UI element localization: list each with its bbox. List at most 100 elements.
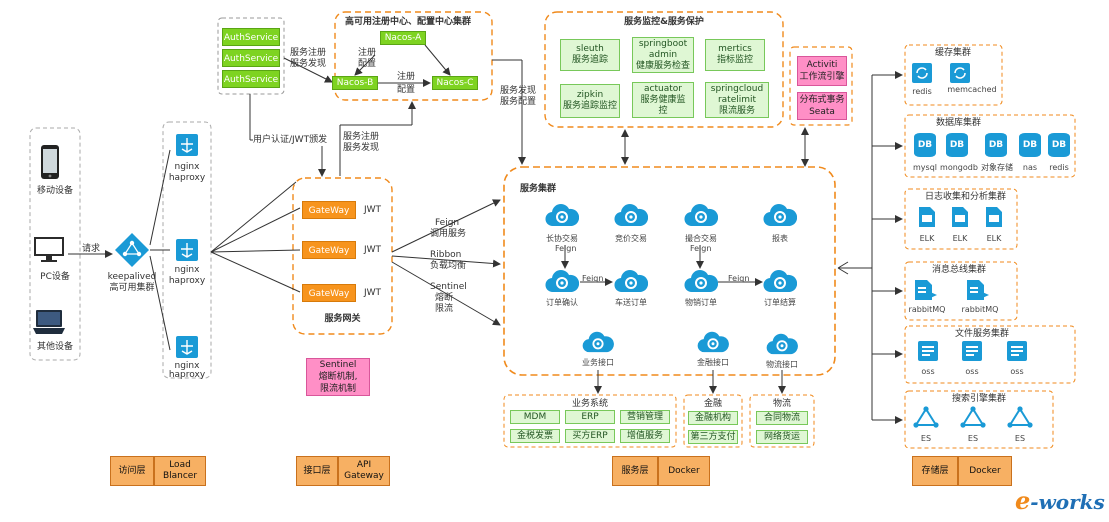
legend-docker-2: Docker [958, 456, 1012, 486]
gw-reg-label-2: 服务发现 [343, 143, 380, 153]
cache-memcached-label: memcached [947, 85, 997, 94]
monitor-mertics-name: mertics [718, 44, 752, 54]
gateway-zone [292, 177, 393, 335]
biz-sys-buyer-erp: 买方ERP [565, 429, 615, 443]
cluster-feign-h2: Feign [728, 274, 750, 283]
monitor-springboot-admin: springboot admin 健康服务检查 [632, 37, 694, 73]
monitor-zipkin-name: zipkin [576, 90, 604, 100]
sentinel-line-3: 限流机制 [319, 384, 356, 394]
monitor-zipkin-desc: 服务追踪监控 [562, 101, 617, 111]
seata-box: 分布式事务 Seata [797, 92, 847, 120]
gear-cloud-icon [697, 331, 729, 353]
gear-cloud-icon [582, 331, 614, 353]
sync-icon [912, 63, 932, 83]
nginx-hub-icon [176, 134, 198, 156]
auth-reg-label-2: 服务发现 [290, 59, 327, 69]
db-nas-label: nas [1022, 163, 1038, 172]
fin-title: 金融 [703, 399, 722, 409]
ribbon-label-2: 负载均衡 [430, 261, 467, 271]
activiti-box: Activiti 工作流引擎 [797, 56, 847, 86]
log-interface-label: 物流接口 [766, 360, 798, 369]
search-es-1: ES [920, 434, 932, 443]
sentinel-link-label-2: 熔断 [435, 293, 454, 303]
document-icon [1007, 341, 1027, 361]
mq-rabbit-2: rabbitMQ [961, 305, 999, 314]
gateway-node-3: GateWay [302, 284, 356, 302]
monitor-title: 服务监控&服务保护 [624, 17, 704, 27]
monitor-sleuth-desc: 服务追踪 [571, 55, 608, 65]
activiti-desc: 工作流引擎 [799, 72, 845, 82]
legend-api-gateway: API Gateway [338, 456, 390, 486]
monitor-actuator-desc-1: 服务健康监 [640, 94, 686, 105]
mq-zone [904, 261, 1018, 321]
triangle-network-icon [913, 406, 939, 428]
request-label: 请求 [82, 244, 101, 254]
log-file-icon [986, 207, 1002, 227]
legend-lb-line-2: Blancer [162, 471, 198, 481]
registry-title: 高可用注册中心、配置中心集群 [345, 17, 472, 27]
monitor-actuator-desc-2: 控 [658, 105, 668, 116]
monitor-springboot-desc: 健康服务检查 [635, 60, 690, 71]
cache-zone [904, 44, 1003, 106]
fin-interface-label: 金融接口 [697, 358, 729, 367]
log-title: 物流 [772, 399, 791, 409]
monitor-springboot-name: springboot [638, 38, 688, 49]
nginx-2-label-1: nginx [174, 265, 200, 275]
gear-cloud-icon [614, 270, 648, 293]
svc-discover-label-2: 服务配置 [500, 97, 537, 107]
monitor-zipkin: zipkin 服务追踪监控 [560, 84, 620, 118]
auth-reg-label-1: 服务注册 [290, 48, 327, 58]
nginx-3-label-2: haproxy [168, 370, 206, 380]
gateway-jwt-3: JWT [364, 288, 382, 298]
keepalived-label-1: keepalived [107, 272, 157, 282]
seata-name: Seata [809, 107, 835, 117]
ribbon-label-1: Ribbon [430, 250, 462, 260]
cluster-feign-h1: Feign [582, 274, 604, 283]
monitor-mertics-desc: 指标监控 [716, 55, 753, 65]
gear-cloud-icon [614, 204, 648, 227]
biz-sys-marketing: 营销管理 [620, 410, 670, 424]
svc-node-4-label: 报表 [772, 234, 788, 243]
registry-zone [334, 11, 493, 101]
gateway-jwt-1: JWT [364, 205, 382, 215]
auth-service-3: AuthService [222, 70, 280, 88]
biz-sys-title: 业务系统 [571, 399, 608, 409]
gateway-jwt-2: JWT [364, 245, 382, 255]
search-title: 搜索引擎集群 [952, 394, 1007, 404]
svc-node-6-label: 车送订单 [615, 298, 647, 307]
legend-api-layer: 接口层 [296, 456, 338, 486]
database-icon: DB [1019, 133, 1041, 157]
mq-title: 消息总线集群 [932, 265, 987, 275]
file-zone [904, 325, 1076, 384]
nacos-a: Nacos-A [380, 31, 426, 45]
cache-redis-label: redis [912, 87, 932, 96]
biz-sys-erp: ERP [565, 410, 615, 424]
nginx-2-label-2: haproxy [168, 276, 206, 286]
svc-node-2-label: 竞价交易 [615, 234, 647, 243]
fin-zone [683, 394, 743, 448]
log-elk-2: ELK [952, 234, 968, 243]
database-icon: DB [946, 133, 968, 157]
svc-node-7-label: 物销订单 [685, 298, 717, 307]
nginx-3-label-1: nginx [174, 361, 200, 371]
file-oss-3: oss [1010, 367, 1024, 376]
biz-sys-zone [503, 394, 677, 448]
nginx-hub-icon [176, 336, 198, 358]
gear-cloud-icon [545, 204, 579, 227]
nginx-1-label-1: nginx [174, 162, 200, 172]
nginx-1-label-2: haproxy [168, 173, 206, 183]
svc-discover-label-1: 服务发现 [500, 86, 537, 96]
network-diamond-icon [115, 233, 149, 267]
db-title: 数据库集群 [936, 118, 982, 128]
log-file-icon [919, 207, 935, 227]
seata-desc: 分布式事务 [799, 95, 845, 105]
monitor-zone [544, 11, 784, 128]
search-es-2: ES [967, 434, 979, 443]
gear-cloud-icon [766, 333, 798, 355]
sync-icon [950, 63, 970, 83]
nginx-hub-icon [176, 239, 198, 261]
monitor-ratelimit-name: springcloud [710, 83, 764, 94]
gear-cloud-icon [763, 270, 797, 293]
file-oss-2: oss [965, 367, 979, 376]
